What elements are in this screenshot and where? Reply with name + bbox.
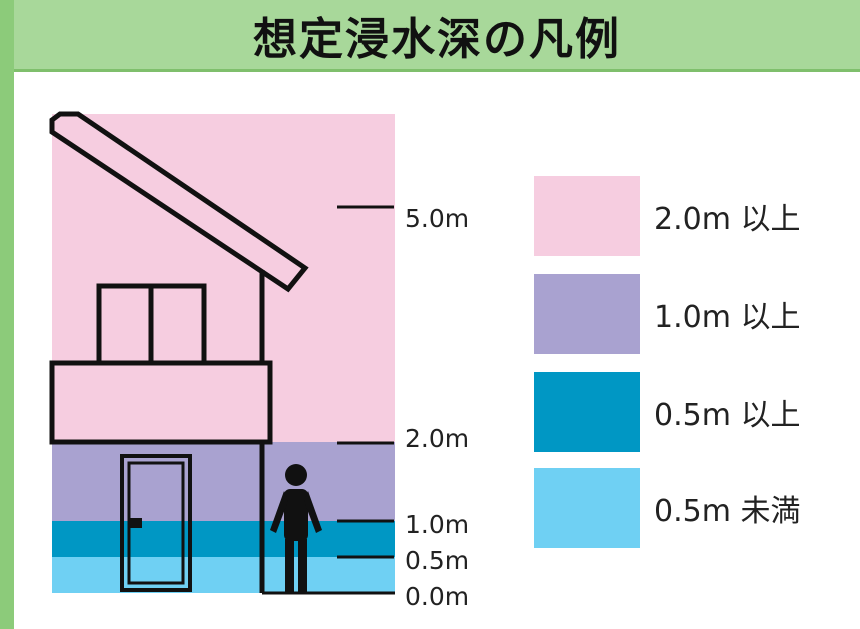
depth-label-05m: 0.5m [405,546,470,575]
depth-label-0m: 0.0m [405,582,470,611]
legend-item-2m-plus: 2.0m 以上 [534,176,844,256]
legend-label: 0.5m 未満 [654,494,801,529]
depth-label-2m: 2.0m [405,424,470,453]
person-figure [270,464,322,593]
frame-left-border [0,0,14,629]
legend-swatch [534,274,640,354]
legend-label: 0.5m 以上 [654,398,801,433]
floor-slab [49,360,273,445]
door-outer [120,454,192,592]
band-05m-plus [52,521,395,557]
legend-swatch [534,176,640,256]
depth-label-1m: 1.0m [405,510,470,539]
legend-item-under-05m: 0.5m 未満 [534,468,844,548]
title-bar: 想定浸水深の凡例 [14,0,860,72]
page-title: 想定浸水深の凡例 [253,13,621,65]
legend-swatch [534,468,640,548]
band-under-05m [52,557,395,593]
legend-label: 2.0m 以上 [654,202,801,237]
house-roof [49,111,309,293]
legend-label: 1.0m 以上 [654,300,801,335]
depth-label-5m: 5.0m [405,204,470,233]
legend-swatch [534,372,640,452]
door-handle [129,518,142,528]
legend-item-1m-plus: 1.0m 以上 [534,274,844,354]
legend-item-05m-plus: 0.5m 以上 [534,372,844,452]
band-1m-plus [52,442,395,521]
